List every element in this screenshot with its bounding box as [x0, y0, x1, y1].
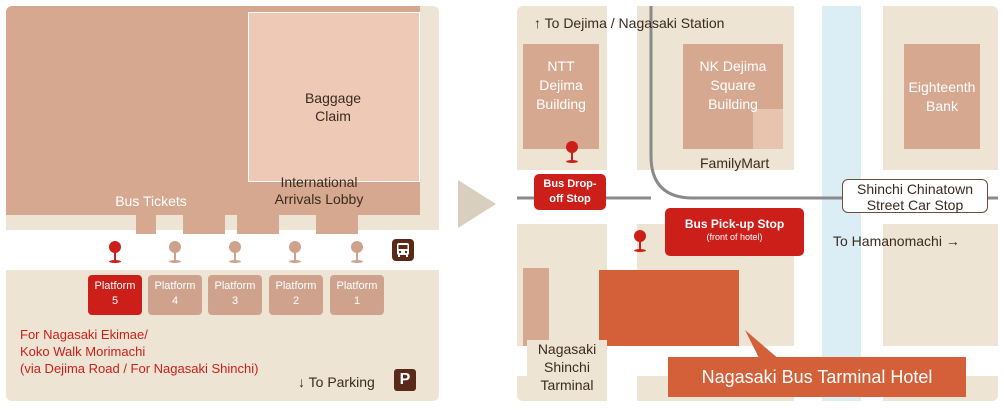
building-tab: [237, 215, 279, 234]
direction-arrow-icon: [458, 180, 496, 228]
bus-icon: [392, 239, 414, 261]
familymart-label: FamilyMart: [700, 155, 770, 171]
eighteenth-bank-label: Eighteenth Bank: [908, 79, 976, 114]
pick-up-pin-icon: [633, 230, 647, 256]
bus-platform-map-panel: Baggage Claim Bus Tickets International …: [6, 6, 439, 401]
bus-lane: [6, 230, 439, 270]
drop-off-pin-icon: [565, 141, 579, 167]
nagasaki-shinchi-terminal-label: Nagasaki Shinchi Tarminal: [527, 340, 607, 394]
ntt-building-label: NTT Dejima Building: [536, 58, 586, 112]
bus-tickets-label: Bus Tickets: [115, 193, 187, 209]
nk-building-label: NK Dejima Square Building: [699, 58, 767, 112]
building-tab: [183, 215, 225, 234]
platform-2[interactable]: Platform 2: [269, 275, 323, 315]
shinchi-chinatown-stop[interactable]: Shinchi Chinatown Street Car Stop: [842, 179, 988, 213]
bus-drop-off-stop[interactable]: Bus Drop- off Stop: [534, 174, 606, 210]
pick-up-stop-note: (front of hotel): [706, 232, 763, 242]
building-tab: [136, 215, 156, 234]
platform-2-pin-icon: [288, 241, 302, 267]
eighteenth-bank: [904, 44, 980, 149]
arrivals-lobby-label: International Arrivals Lobby: [274, 174, 364, 207]
platform-3-pin-icon: [228, 241, 242, 267]
parking-label[interactable]: ↓ To Parking: [298, 374, 375, 390]
platform-4[interactable]: Platform 4: [148, 275, 202, 315]
baggage-claim-area: [248, 12, 420, 182]
hotel-building: [599, 270, 739, 346]
platform-1-pin-icon: [350, 241, 364, 267]
pick-up-stop-label: Bus Pick-up Stop: [684, 217, 785, 231]
hotel-callout-pointer: [745, 330, 780, 360]
baggage-claim-label: Baggage Claim: [304, 90, 362, 124]
familymart-store: [753, 109, 783, 149]
platform-5-pin-icon: [108, 241, 122, 267]
ntt-dejima-building: [523, 44, 599, 149]
platform-1[interactable]: Platform 1: [330, 275, 384, 315]
to-dejima-label: ↑ To Dejima / Nagasaki Station: [534, 15, 725, 31]
building-tab: [316, 215, 358, 234]
small-building: [523, 268, 549, 346]
to-hamanomachi-label: To Hamanomachi →: [833, 233, 960, 249]
platform-3[interactable]: Platform 3: [208, 275, 262, 315]
platform-5[interactable]: Platform 5: [88, 275, 142, 315]
platform-4-pin-icon: [168, 241, 182, 267]
parking-icon[interactable]: P: [394, 369, 416, 391]
hotel-name-label[interactable]: Nagasaki Bus Tarminal Hotel: [668, 357, 966, 397]
destination-note: For Nagasaki Ekimae/ Koko Walk Morimachi…: [20, 327, 259, 376]
bus-pick-up-stop[interactable]: Bus Pick-up Stop (front of hotel): [665, 208, 804, 256]
